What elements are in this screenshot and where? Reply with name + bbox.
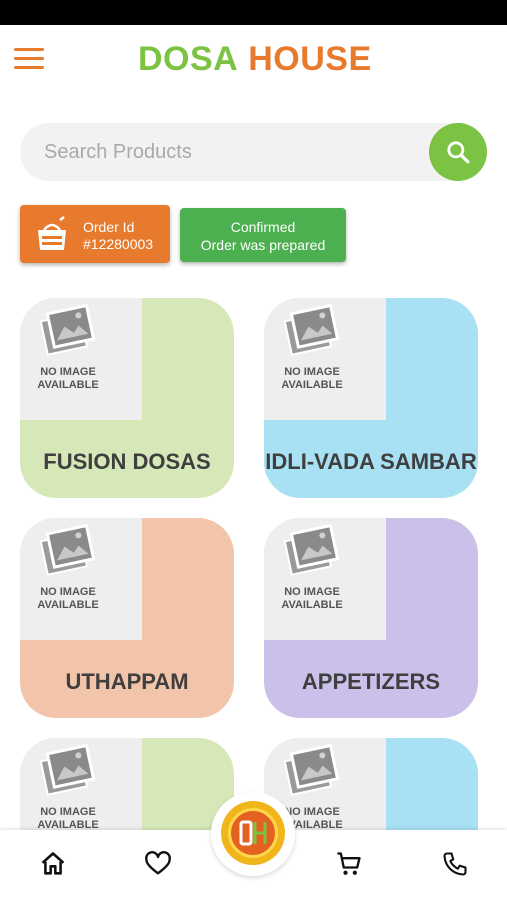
search-button[interactable] — [429, 123, 487, 181]
order-status-message: Order was prepared — [200, 237, 326, 253]
no-image-text: NO IMAGE AVAILABLE — [281, 366, 343, 391]
food-bag-icon — [38, 216, 66, 250]
no-image-placeholder: NO IMAGE AVAILABLE — [20, 298, 142, 420]
nav-call[interactable] — [441, 850, 469, 878]
order-status-title: Confirmed — [230, 219, 296, 235]
nav-home[interactable] — [39, 850, 67, 878]
order-id-label: Order Id — [83, 219, 135, 235]
category-title: APPETIZERS — [301, 668, 441, 694]
image-placeholder-icon — [39, 744, 96, 796]
logo-word-house: HOUSE — [248, 39, 372, 78]
no-image-text: NO IMAGE AVAILABLE — [37, 366, 99, 391]
search-icon — [447, 141, 470, 164]
search-bar — [20, 123, 487, 181]
heart-icon — [145, 851, 171, 875]
hamburger-menu-icon[interactable] — [14, 48, 46, 72]
image-placeholder-icon — [39, 524, 96, 576]
category-card[interactable]: NO IMAGE AVAILABLE IDLI-VADA SAMBAR — [264, 298, 478, 498]
no-image-placeholder: NO IMAGE AVAILABLE — [264, 518, 386, 640]
image-placeholder-icon — [283, 744, 340, 796]
home-icon — [41, 852, 65, 875]
app-header: DOSA HOUSE — [0, 25, 507, 95]
category-card[interactable]: NO IMAGE AVAILABLE UTHAPPAM — [20, 518, 234, 718]
dosa-house-logo-button[interactable] — [221, 801, 285, 865]
no-image-text: NO IMAGE AVAILABLE — [281, 806, 343, 831]
no-image-text: NO IMAGE AVAILABLE — [37, 806, 99, 831]
order-id-value: #12280003 — [83, 236, 154, 252]
no-image-text: NO IMAGE AVAILABLE — [281, 586, 343, 611]
phone-icon — [443, 852, 467, 876]
cart-icon — [337, 852, 361, 875]
order-status-chip[interactable]: Confirmed Order was prepared — [180, 208, 346, 262]
nav-favorites[interactable] — [144, 850, 172, 878]
no-image-placeholder: NO IMAGE AVAILABLE — [264, 298, 386, 420]
category-title: UTHAPPAM — [65, 668, 189, 694]
no-image-text: NO IMAGE AVAILABLE — [37, 586, 99, 611]
image-placeholder-icon — [283, 304, 340, 356]
category-card[interactable]: NO IMAGE AVAILABLE APPETIZERS — [264, 518, 478, 718]
category-title: FUSION DOSAS — [43, 448, 211, 474]
search-input[interactable] — [44, 123, 424, 181]
app-logo: DOSA HOUSE — [138, 39, 372, 79]
no-image-placeholder: NO IMAGE AVAILABLE — [20, 518, 142, 640]
order-id-chip[interactable]: Order Id #12280003 — [20, 205, 170, 263]
image-placeholder-icon — [283, 524, 340, 576]
category-title: IDLI-VADA SAMBAR — [265, 448, 477, 474]
image-placeholder-icon — [39, 304, 96, 356]
category-card[interactable]: NO IMAGE AVAILABLE FUSION DOSAS — [20, 298, 234, 498]
nav-cart[interactable] — [335, 850, 363, 878]
dosa-house-logo-icon — [239, 820, 267, 846]
status-bar — [0, 0, 507, 25]
logo-word-dosa: DOSA — [138, 39, 239, 78]
